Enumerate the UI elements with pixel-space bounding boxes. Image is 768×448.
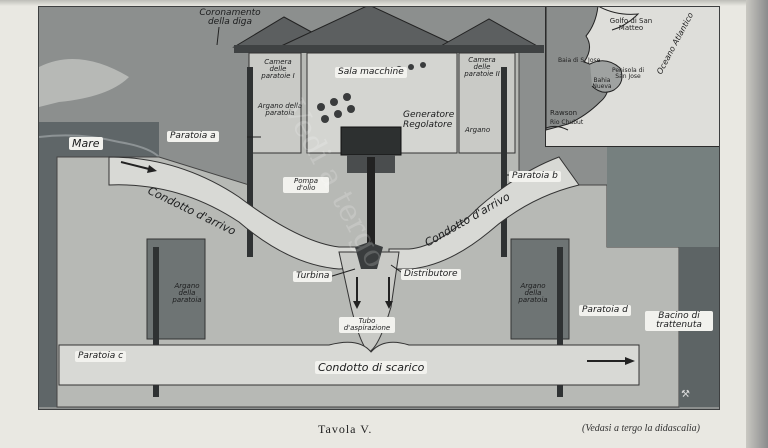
label-regolatore: Regolatore bbox=[403, 120, 453, 130]
label-argano: Argano bbox=[465, 126, 491, 134]
label-tubo-aspirazione: Tubo d'aspirazione bbox=[339, 317, 395, 333]
illustration-plate: Coronamento della diga Sala macchine Cam… bbox=[38, 6, 720, 410]
caption-note: (Vedasi a tergo la didascalia) bbox=[582, 423, 700, 434]
label-paratoia-d: Paratoia d bbox=[579, 305, 631, 316]
map-label-penisola: Penisola di San Jose bbox=[611, 67, 645, 80]
label-generatore: Generatore bbox=[403, 110, 455, 120]
dam-cross-section bbox=[39, 7, 719, 409]
label-argano-paratoia: Argano della paratoia bbox=[257, 102, 303, 117]
map-label-rio-chubut: Rio Chubut bbox=[550, 119, 584, 126]
label-paratoia-c: Paratoia c bbox=[75, 351, 127, 362]
plate-caption: Tavola V. bbox=[318, 422, 373, 436]
printer-mark: ⚒ bbox=[681, 389, 690, 400]
label-argano-paratoia-right: Argano della paratoia bbox=[518, 282, 548, 304]
label-argano-paratoia-left: Argano della paratoia bbox=[172, 282, 202, 304]
label-camera-paratoie-2: Camera delle paratoie II bbox=[464, 56, 500, 78]
label-coronamento: Coronamento della diga bbox=[199, 8, 261, 27]
page-top-edge bbox=[0, 0, 768, 6]
label-sala-macchine: Sala macchine bbox=[335, 67, 407, 78]
label-camera-paratoie-1: Camera delle paratoie I bbox=[261, 58, 295, 80]
map-label-baia-s-jose: Baia di S. Jose bbox=[558, 57, 601, 64]
label-bacino: Bacino di trattenuta bbox=[645, 311, 713, 331]
map-label-golfo: Golfo di San Matteo bbox=[609, 17, 653, 32]
label-distributore: Distributore bbox=[401, 269, 461, 280]
inset-map: Golfo di San Matteo Oceano Atlantico Bai… bbox=[545, 7, 719, 147]
label-condotto-scarico: Condotto di scarico bbox=[315, 361, 428, 374]
map-label-rawson: Rawson bbox=[550, 109, 578, 117]
label-mare: Mare bbox=[69, 137, 103, 150]
label-paratoia-b: Paratoia b bbox=[509, 171, 561, 182]
label-pompa-olio: Pompa d'olio bbox=[283, 177, 329, 193]
map-label-bahia-nueva: Bahia Nueva bbox=[592, 77, 612, 90]
label-paratoia-a: Paratoia a bbox=[167, 131, 219, 142]
label-turbina: Turbina bbox=[293, 271, 333, 282]
page-binding-shadow bbox=[746, 0, 768, 448]
coastline-map bbox=[546, 7, 719, 146]
